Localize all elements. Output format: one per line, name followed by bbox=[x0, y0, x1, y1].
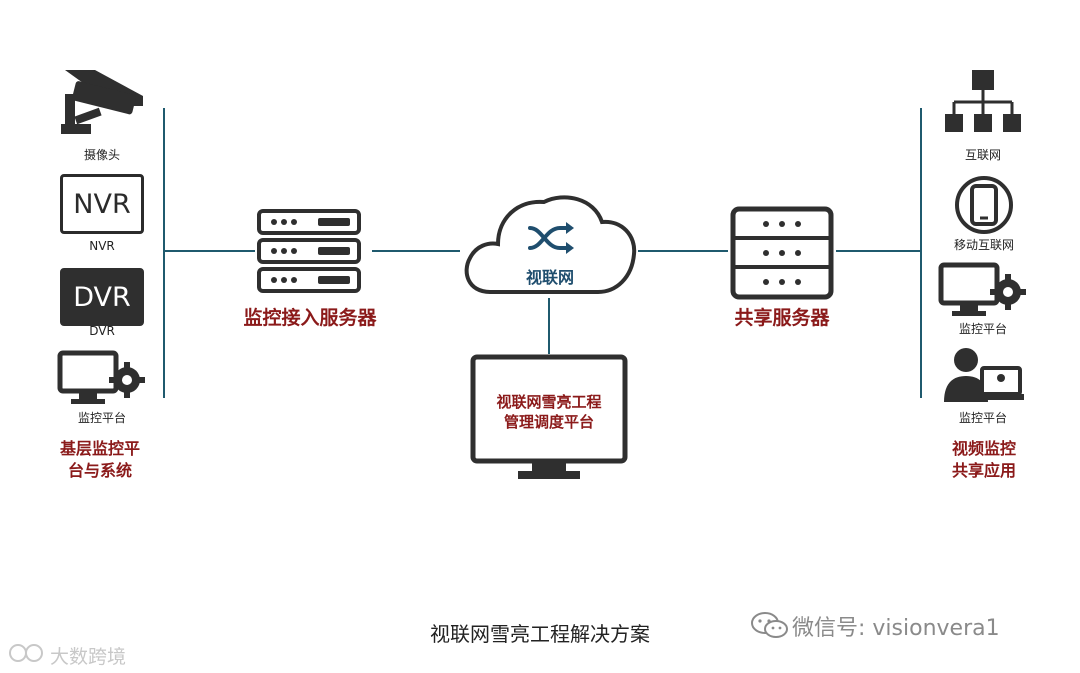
cloud-icon bbox=[464, 195, 637, 294]
dvr-badge-text: DVR bbox=[73, 281, 131, 313]
internet-label: 互联网 bbox=[964, 148, 1001, 162]
watermark-text: 大数跨境 bbox=[50, 646, 127, 668]
access-to-cloud-line bbox=[372, 250, 460, 252]
footer-title: 视联网雪亮工程解决方案 bbox=[430, 622, 650, 646]
share-server-label: 共享服务器 bbox=[734, 307, 830, 329]
access-server-label: 监控接入服务器 bbox=[243, 307, 377, 329]
dvr-label: DVR bbox=[89, 324, 115, 338]
right-vertical-line bbox=[920, 108, 922, 398]
network-tree-icon bbox=[945, 70, 1021, 132]
wechat-id: 微信号: visionvera1 bbox=[792, 616, 1000, 641]
mobile-internet-label: 移动互联网 bbox=[953, 238, 1014, 252]
camera-icon bbox=[61, 70, 143, 134]
management-label-line2: 管理调度平台 bbox=[503, 413, 594, 432]
management-label: 视联网雪亮工程 管理调度平台 bbox=[478, 392, 620, 433]
cloud-label: 视联网 bbox=[525, 268, 574, 287]
right-monitor2-label: 监控平台 bbox=[958, 411, 1007, 425]
user-computer-icon bbox=[944, 348, 1024, 402]
share-server-icon bbox=[730, 206, 834, 300]
nvr-badge-text: NVR bbox=[73, 188, 131, 220]
cloud-to-share-line bbox=[638, 250, 728, 252]
management-monitor-icon bbox=[470, 354, 628, 479]
right-monitor-gear-icon bbox=[938, 262, 1026, 316]
share-to-right-line bbox=[836, 250, 920, 252]
camera-label: 摄像头 bbox=[83, 148, 120, 162]
right-group-label-line1: 视频监控 bbox=[951, 439, 1016, 458]
nvr-label: NVR bbox=[89, 239, 115, 253]
cloud-to-management-line bbox=[548, 298, 550, 354]
left-group-label: 基层监控平 台与系统 bbox=[40, 438, 160, 481]
mobile-phone-icon bbox=[955, 176, 1013, 234]
left-group-label-line1: 基层监控平 bbox=[59, 439, 140, 458]
right-group-label: 视频监控 共享应用 bbox=[920, 438, 1048, 481]
management-label-line1: 视联网雪亮工程 bbox=[496, 393, 602, 411]
left-to-access-line bbox=[165, 250, 255, 252]
left-monitor-label: 监控平台 bbox=[77, 411, 126, 425]
watermark-logo-icon bbox=[9, 644, 43, 662]
nvr-icon: NVR bbox=[60, 174, 144, 234]
dvr-icon: DVR bbox=[60, 268, 144, 326]
right-group-label-line2: 共享应用 bbox=[951, 460, 1016, 480]
left-group-label-line2: 台与系统 bbox=[67, 460, 132, 480]
wechat-icon bbox=[751, 612, 788, 638]
access-server-icon bbox=[257, 209, 361, 293]
left-vertical-line bbox=[163, 108, 165, 398]
monitor-gear-icon bbox=[57, 350, 145, 404]
right-monitor1-label: 监控平台 bbox=[958, 322, 1007, 336]
